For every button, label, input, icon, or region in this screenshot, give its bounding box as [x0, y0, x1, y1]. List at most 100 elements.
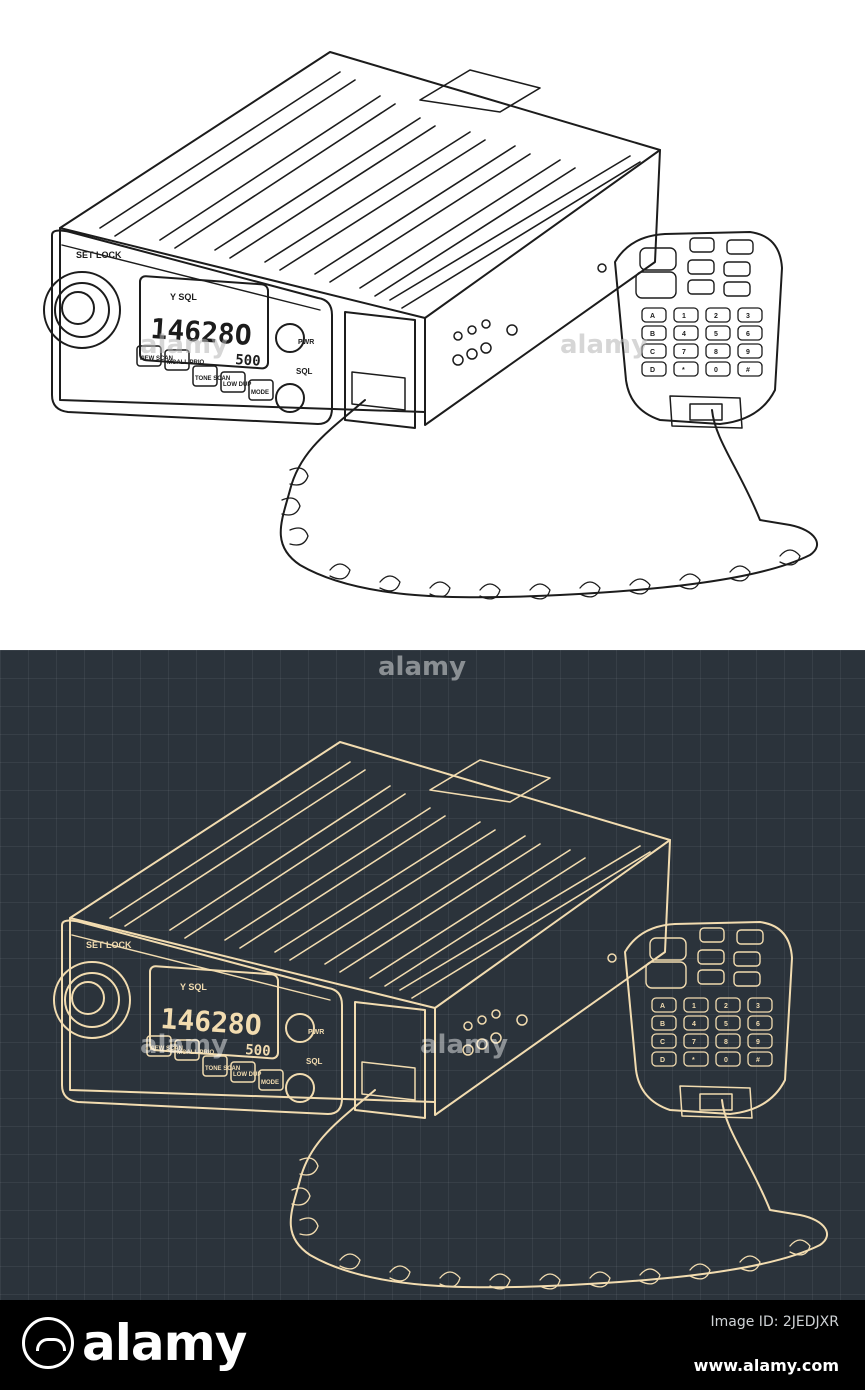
watermark-text: alamy: [378, 652, 467, 682]
front-button-label: VIEW SCAN: [149, 1046, 183, 1052]
lcd-display: [139, 275, 269, 370]
mic-keypad: [635, 237, 754, 299]
cord-coils: [281, 467, 801, 600]
vol-knob: [275, 383, 305, 413]
mic-key-label: #: [746, 367, 750, 374]
front-button-label: TONE SCAN: [205, 1066, 240, 1072]
mic-key-label: 7: [682, 349, 686, 356]
sql-knob-label: SQL: [296, 367, 313, 376]
mic-key-label: 1: [692, 1003, 696, 1010]
mic-connector: [344, 311, 416, 429]
mic-key-label: 2: [724, 1003, 728, 1010]
dark-blueprint-panel: SET LOCK Y SQL 14628O 500 SQL PWR VIEW S…: [0, 650, 865, 1300]
mic-key-label: 3: [756, 1003, 760, 1010]
watermark-text: alamy: [140, 1030, 229, 1060]
blueprint-grid: [0, 650, 865, 1300]
radio-illustration: [43, 51, 818, 600]
mic-key-label: 0: [724, 1057, 728, 1064]
image-id: Image ID: 2JEDJXR: [710, 1314, 839, 1330]
alamy-logo-icon: [22, 1316, 74, 1369]
mic-key-label: 4: [682, 331, 686, 338]
mic-key-label: *: [682, 367, 685, 374]
mic-key-label: B: [660, 1021, 665, 1028]
alamy-logo-text: alamy: [82, 1314, 247, 1372]
radio-front-panel: [61, 919, 343, 1115]
pwr-knob-label: PWR: [298, 339, 314, 346]
radio-illustration: [53, 741, 828, 1290]
mic-key-label: 5: [724, 1021, 728, 1028]
front-button-label: TONE SCAN: [195, 376, 230, 382]
mic-key-label: 5: [714, 331, 718, 338]
front-button-label: MODE: [261, 1080, 279, 1086]
front-button-label: LOW DUP: [223, 382, 251, 388]
heatsink-fins: [99, 71, 641, 309]
mic-key-label: 8: [714, 349, 718, 356]
mic-key-label: 9: [756, 1039, 760, 1046]
front-button-label: VIEW SCAN: [139, 356, 173, 362]
mic-key-label: 1: [682, 313, 686, 320]
alamy-logo: alamy: [22, 1314, 247, 1373]
watermark-text: alamy: [560, 330, 649, 360]
mic-number-keys: [651, 997, 773, 1067]
vol-knob: [285, 1073, 315, 1103]
lcd-channel: 500: [245, 1042, 271, 1060]
sql-knob-label: SQL: [306, 1057, 323, 1066]
mic-key-label: 9: [746, 349, 750, 356]
heatsink-fins: [109, 761, 651, 999]
mic-key-label: A: [660, 1003, 665, 1010]
cord-coils: [291, 1157, 811, 1290]
watermark-text: alamy: [420, 1030, 509, 1060]
side-ports: [462, 953, 617, 1056]
lcd-frequency: 14628O: [150, 312, 253, 352]
mic-key-label: 2: [714, 313, 718, 320]
mic-key-label: 3: [746, 313, 750, 320]
front-button-label: MCALL PRIO: [167, 360, 205, 366]
front-button-label: LOW DUP: [233, 1072, 261, 1078]
front-buttons: [136, 345, 274, 401]
mic-key-label: #: [756, 1057, 760, 1064]
mic-key-label: 7: [692, 1039, 696, 1046]
radio-top-shell: [69, 741, 671, 1009]
sql-knob: [275, 323, 305, 353]
radio-line-drawing-light: SET LOCK Y SQL 14628O 500 SQL PWR VIEW S…: [43, 51, 818, 600]
mic-key-label: C: [650, 349, 655, 356]
light-illustration-panel: SET LOCK Y SQL 14628O 500 SQL PWR VIEW S…: [0, 0, 865, 650]
lcd-channel: 500: [235, 352, 261, 370]
lcd-brand-label: Y SQL: [180, 982, 207, 992]
radio-line-drawing-dark: SET LOCK Y SQL 14628O 500 SQL PWR VIEW S…: [53, 741, 828, 1290]
mic-key-label: *: [692, 1057, 695, 1064]
mic-key-label: C: [660, 1039, 665, 1046]
lcd-brand-label: Y SQL: [170, 292, 197, 302]
side-ports: [452, 263, 607, 366]
mic-key-label: 0: [714, 367, 718, 374]
mic-key-label: A: [650, 313, 655, 320]
main-tuning-knob: [43, 271, 121, 349]
mic-connector: [354, 1001, 426, 1119]
microphone-body: [614, 231, 783, 425]
lock-button-label: SET LOCK: [86, 940, 132, 950]
microphone-body: [624, 921, 793, 1115]
sql-knob: [285, 1013, 315, 1043]
mic-key-label: 6: [746, 331, 750, 338]
lcd-frequency: 14628O: [160, 1002, 263, 1042]
front-button-label: MODE: [251, 390, 269, 396]
mic-key-label: 4: [692, 1021, 696, 1028]
mic-key-label: D: [650, 367, 655, 374]
lcd-display: [149, 965, 279, 1060]
lock-button-label: SET LOCK: [76, 250, 122, 260]
coiled-cord: [289, 1089, 828, 1289]
mic-number-keys: [641, 307, 763, 377]
mic-key-label: 8: [724, 1039, 728, 1046]
pwr-knob-label: PWR: [308, 1029, 324, 1036]
radio-top-shell: [59, 51, 661, 319]
mic-key-label: D: [660, 1057, 665, 1064]
front-button-label: MCALL PRIO: [177, 1050, 215, 1056]
mic-keypad: [645, 927, 764, 989]
footer-meta: Image ID: 2JEDJXR www.alamy.com: [694, 1314, 839, 1375]
main-tuning-knob: [53, 961, 131, 1039]
site-url[interactable]: www.alamy.com: [693, 1356, 839, 1375]
coiled-cord: [279, 399, 818, 599]
watermark-text: alamy: [140, 330, 229, 360]
mic-key-label: 6: [756, 1021, 760, 1028]
stock-footer-bar: alamy Image ID: 2JEDJXR www.alamy.com: [0, 1300, 865, 1390]
